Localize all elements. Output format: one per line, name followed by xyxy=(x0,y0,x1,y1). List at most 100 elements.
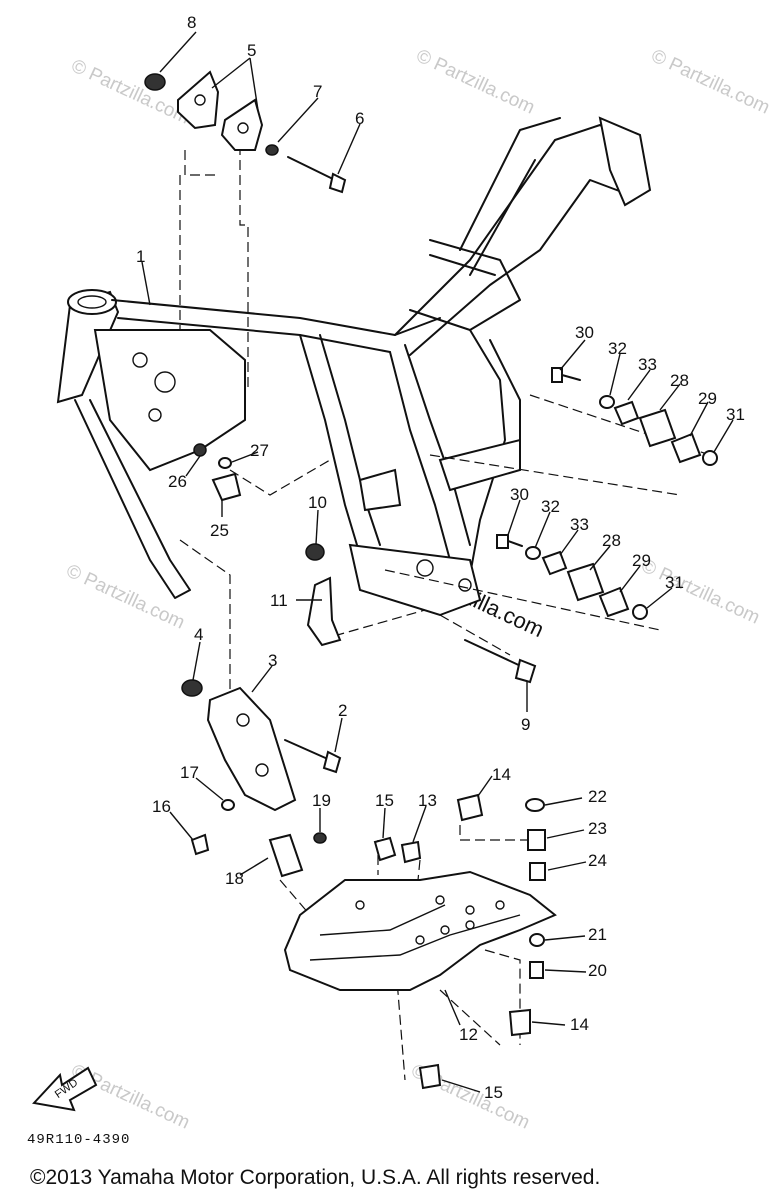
fwd-arrow-icon: FWD xyxy=(32,1066,98,1112)
washer-21 xyxy=(529,933,545,947)
callout-2: 2 xyxy=(338,701,347,720)
nut-10 xyxy=(305,543,325,561)
drawing-code: 49R110-4390 xyxy=(27,1132,131,1148)
callout-31b: 31 xyxy=(665,573,684,592)
bolt-26 xyxy=(193,443,207,457)
watermark: © Partzilla.com xyxy=(648,45,772,118)
bush-28b xyxy=(566,562,605,602)
clamp-25 xyxy=(211,472,242,502)
bolt-9 xyxy=(464,639,526,669)
bolt-20 xyxy=(529,961,544,979)
callout-30a: 30 xyxy=(575,323,594,342)
damper-15a xyxy=(373,836,397,862)
rear-mount-parts-upper xyxy=(551,367,718,466)
damper-14b xyxy=(508,1008,531,1037)
callout-30b: 30 xyxy=(510,485,529,504)
callout-12: 12 xyxy=(459,1025,478,1044)
washer-32a xyxy=(599,395,615,409)
bolt-30a xyxy=(551,367,563,383)
washer-32b xyxy=(525,546,541,560)
callout-28a: 28 xyxy=(670,371,689,390)
callout-labels: 8 5 7 6 1 30 32 33 28 29 31 27 26 25 10 … xyxy=(136,13,745,1102)
callout-22: 22 xyxy=(588,787,607,806)
callout-14a: 14 xyxy=(492,765,511,784)
callout-24: 24 xyxy=(588,851,607,870)
callout-27: 27 xyxy=(250,441,269,460)
callout-32b: 32 xyxy=(541,497,560,516)
skid-plate-parts xyxy=(283,793,557,1090)
watermark: © Partzilla.com xyxy=(68,55,193,128)
callout-21: 21 xyxy=(588,925,607,944)
middle-parts xyxy=(193,443,537,684)
bracket-3 xyxy=(206,686,297,812)
callout-6: 6 xyxy=(355,109,364,128)
callout-18: 18 xyxy=(225,869,244,888)
callout-16: 16 xyxy=(152,797,171,816)
callout-3: 3 xyxy=(268,651,277,670)
callout-13: 13 xyxy=(418,791,437,810)
callout-5: 5 xyxy=(247,41,256,60)
bracket-18 xyxy=(268,833,304,878)
callout-33b: 33 xyxy=(570,515,589,534)
nut-4 xyxy=(181,679,203,697)
callout-7: 7 xyxy=(313,82,322,101)
bracket-5b xyxy=(220,98,264,151)
callout-17: 17 xyxy=(180,763,199,782)
callout-32a: 32 xyxy=(608,339,627,358)
collar-33a xyxy=(613,400,640,426)
watermark: © Partzilla.com xyxy=(63,560,188,633)
callout-28b: 28 xyxy=(602,531,621,550)
bolt-16 xyxy=(190,833,210,856)
callout-9: 9 xyxy=(521,715,530,734)
callout-31a: 31 xyxy=(726,405,745,424)
copyright-notice: ©2013 Yamaha Motor Corporation, U.S.A. A… xyxy=(30,1166,601,1189)
callout-33a: 33 xyxy=(638,355,657,374)
washer-17 xyxy=(221,799,235,811)
rear-mount-parts-lower xyxy=(496,534,648,620)
callout-8: 8 xyxy=(187,13,196,32)
spacer-29a xyxy=(670,432,702,464)
nut-19 xyxy=(313,832,327,844)
bracket-11 xyxy=(306,576,342,647)
watermark: © Partzilla.com xyxy=(413,45,538,118)
leader-lines xyxy=(141,31,734,1093)
collar-33b xyxy=(541,550,568,576)
callout-4: 4 xyxy=(194,625,203,644)
nut-31a xyxy=(702,450,718,466)
washer-27 xyxy=(218,457,232,469)
callout-26: 26 xyxy=(168,472,187,491)
damper-15b xyxy=(418,1063,442,1090)
callout-1: 1 xyxy=(136,247,145,266)
callout-14b: 14 xyxy=(570,1015,589,1034)
washer-22 xyxy=(525,798,545,812)
skid-plate-12 xyxy=(283,870,557,991)
callout-19: 19 xyxy=(312,791,331,810)
callout-10: 10 xyxy=(308,493,327,512)
damper-13 xyxy=(400,840,422,864)
bolt-2 xyxy=(284,739,331,761)
frame xyxy=(56,116,652,617)
engine-bracket-parts xyxy=(181,679,342,878)
callout-20: 20 xyxy=(588,961,607,980)
nut-8 xyxy=(144,73,166,91)
bush-28a xyxy=(638,408,677,448)
callout-29a: 29 xyxy=(698,389,717,408)
damper-23 xyxy=(527,829,546,851)
watermark: © Partzilla.com xyxy=(638,555,763,628)
callout-25: 25 xyxy=(210,521,229,540)
callout-11: 11 xyxy=(270,591,288,610)
damper-14a xyxy=(456,793,484,822)
top-mount-parts xyxy=(144,70,347,194)
washer-7 xyxy=(265,144,279,156)
callout-15b: 15 xyxy=(484,1083,503,1102)
bolt-6 xyxy=(287,156,336,181)
callout-23: 23 xyxy=(588,819,607,838)
collar-24 xyxy=(529,862,546,881)
bolt-30b xyxy=(496,534,509,549)
bracket-5a xyxy=(177,70,220,130)
callout-29b: 29 xyxy=(632,551,651,570)
nut-31b xyxy=(632,604,648,620)
spacer-29b xyxy=(598,586,630,618)
callout-15a: 15 xyxy=(375,791,394,810)
